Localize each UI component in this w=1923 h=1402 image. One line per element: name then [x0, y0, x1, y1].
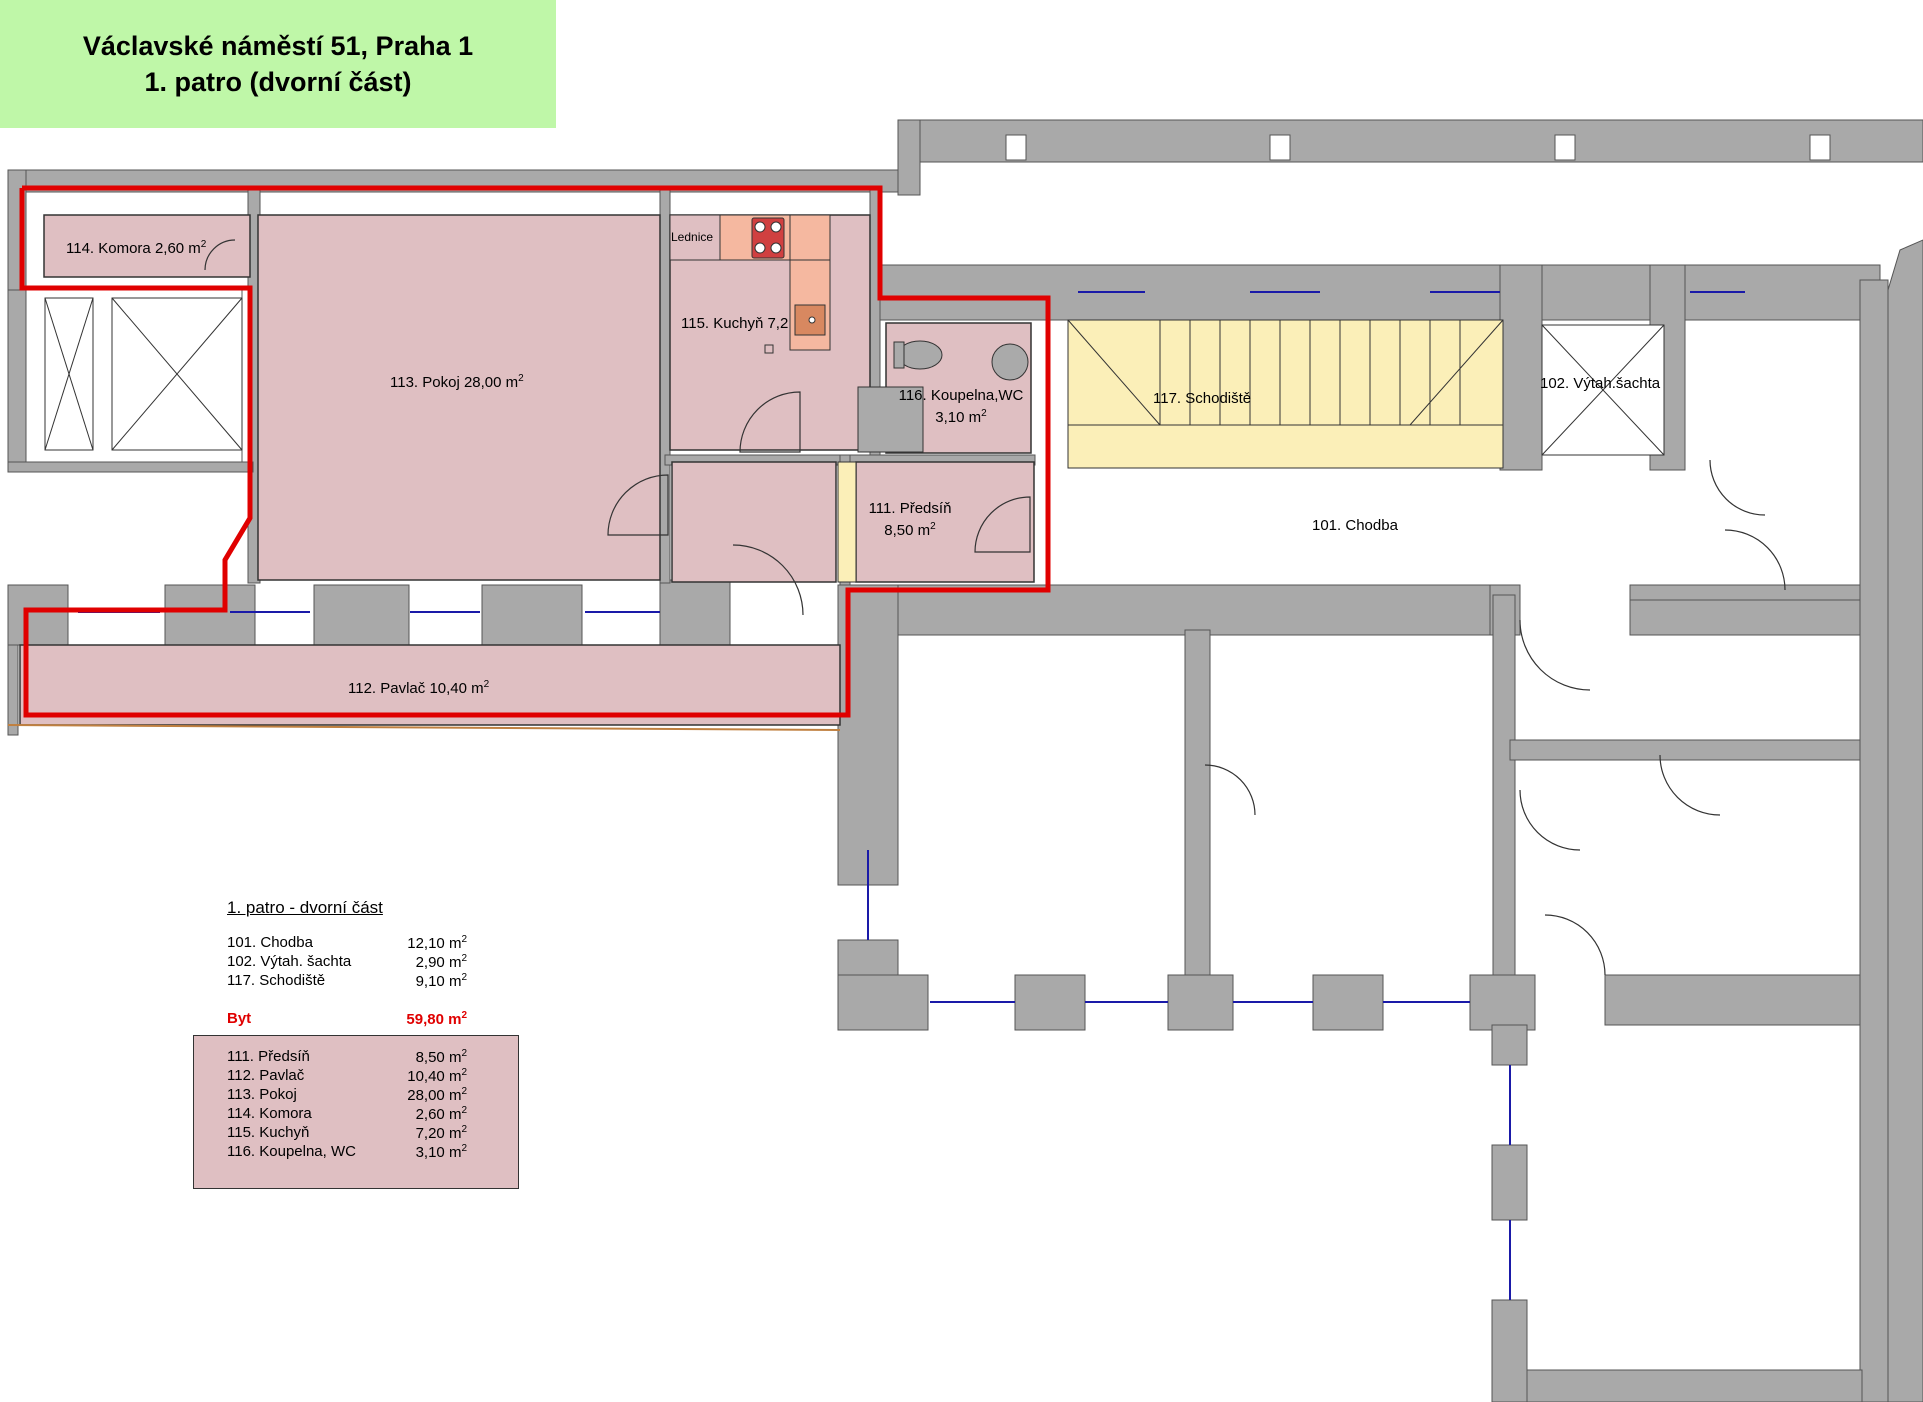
- shafts: [44, 297, 1665, 456]
- label-pavlac: 112. Pavlač 10,40 m2: [348, 679, 490, 697]
- legend-row: 113. Pokoj 28,00 m2: [227, 1086, 467, 1104]
- label-pokoj: 113. Pokoj 28,00 m2: [390, 373, 524, 391]
- walls: [7, 119, 1923, 1402]
- label-chodba: 101. Chodba: [1312, 517, 1398, 534]
- label-kuchyn: 115. Kuchyň 7,2: [681, 315, 789, 332]
- legend-row: 116. Koupelna, WC 3,10 m2: [227, 1143, 467, 1161]
- kitchen-fittings: [669, 214, 831, 354]
- legend-row: 114. Komora 2,60 m2: [227, 1105, 467, 1123]
- legend-row: 111. Předsíň 8,50 m2: [227, 1048, 467, 1066]
- label-lednice: Lednice: [671, 230, 714, 244]
- room-111-predsin-b: [855, 461, 1035, 583]
- staircase: [1067, 319, 1504, 469]
- legend-row: 102. Výtah. šachta 2,90 m2: [227, 953, 467, 971]
- title-box: Václavské náměstí 51, Praha 1 1. patro (…: [0, 0, 556, 128]
- label-komora: 114. Komora 2,60 m2: [66, 239, 207, 257]
- label-koupelna: 116. Koupelna,WC 3,10 m2: [898, 387, 1024, 426]
- label-vytah: 102. Výtah.šachta: [1540, 375, 1661, 392]
- title-floor: 1. patro (dvorní část): [144, 67, 412, 97]
- label-predsin: 111. Předsíň 8,50 m2: [868, 500, 952, 539]
- room-111-predsin-a: [671, 461, 837, 583]
- windows: [78, 291, 1745, 1300]
- legend-byt-total: Byt 59,80 m2: [227, 1010, 467, 1028]
- legend-row: 115. Kuchyň 7,20 m2: [227, 1124, 467, 1142]
- room-113-pokoj: [257, 214, 661, 581]
- legend-row: 117. Schodiště 9,10 m2: [227, 972, 467, 990]
- room-114-komora: [43, 214, 251, 278]
- room-112-pavlac: [19, 644, 841, 726]
- flat-outline: [19, 185, 1051, 718]
- title-address: Václavské náměstí 51, Praha 1: [82, 31, 474, 61]
- bathroom-fittings: [857, 340, 1029, 453]
- doors: [204, 239, 1786, 976]
- flat-rooms-box: [193, 1035, 519, 1189]
- label-schodiste: 117. Schodiště: [1153, 390, 1252, 407]
- legend-row: 112. Pavlač 10,40 m2: [227, 1067, 467, 1085]
- legend-row: 101. Chodba 12,10 m2: [227, 934, 467, 952]
- legend-heading: 1. patro - dvorní část: [227, 898, 383, 917]
